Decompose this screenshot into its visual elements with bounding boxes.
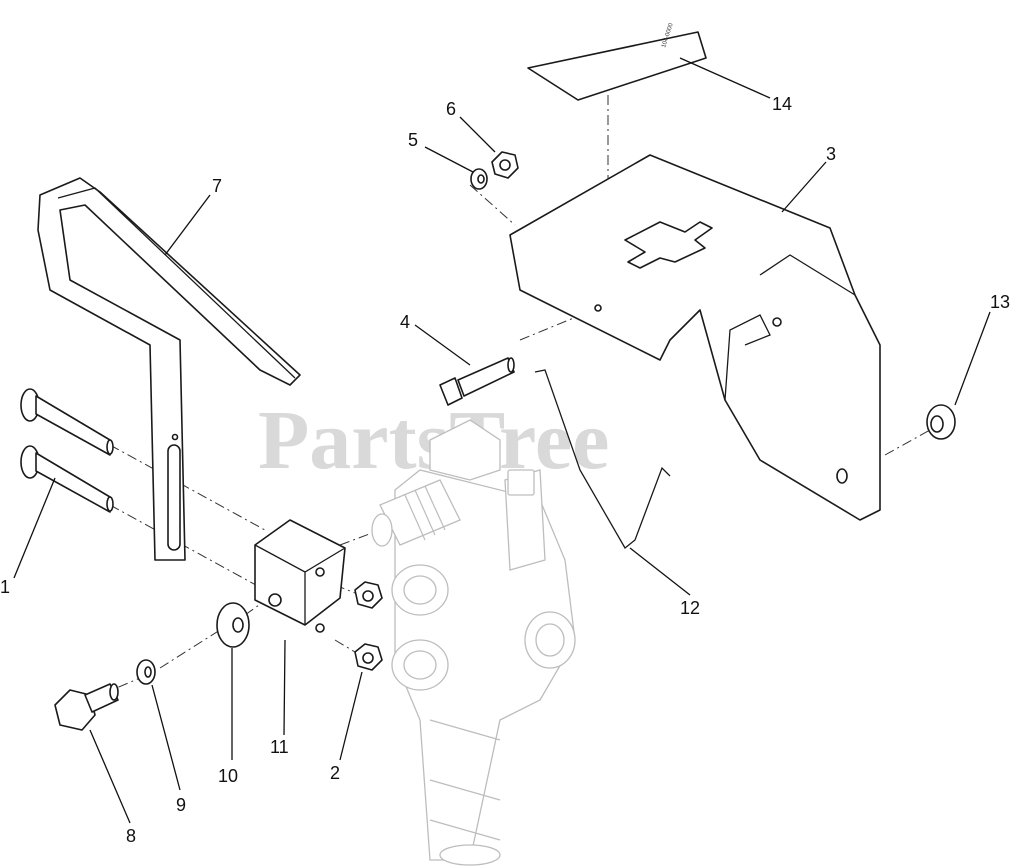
- callout-5: 5: [408, 130, 418, 150]
- callout-1: 1: [0, 577, 10, 597]
- decal: 104-0000: [527, 22, 707, 101]
- screw: [439, 357, 515, 406]
- callout-9: 9: [176, 795, 186, 815]
- callout-3: 3: [826, 144, 836, 164]
- handle-lever: [37, 177, 301, 561]
- callout-14: 14: [772, 94, 792, 114]
- callout-13: 13: [990, 292, 1010, 312]
- nuts: [354, 581, 383, 671]
- lock-washer: [136, 659, 156, 685]
- flange-bolt: [54, 683, 119, 731]
- callout-10: 10: [218, 766, 238, 786]
- control-valve-ghost: [371, 419, 576, 866]
- callout-labels: 1 2 3 4 5 6 7 8 9 10 11 12 13 14: [0, 94, 1010, 846]
- bolts: [20, 388, 114, 513]
- callout-8: 8: [126, 826, 136, 846]
- callout-4: 4: [400, 312, 410, 332]
- small-washer: [470, 168, 488, 190]
- callout-6: 6: [446, 99, 456, 119]
- mounting-bracket: [509, 154, 881, 521]
- hex-nut: [491, 151, 519, 179]
- callout-7: 7: [212, 176, 222, 196]
- callout-2: 2: [330, 763, 340, 783]
- spring-clip: [534, 369, 671, 549]
- bushing: [926, 404, 956, 440]
- leader-lines: [13, 57, 991, 824]
- spacer-block: [254, 519, 346, 633]
- large-washer: [216, 602, 250, 648]
- callout-11: 11: [270, 737, 289, 757]
- callout-12: 12: [680, 598, 700, 618]
